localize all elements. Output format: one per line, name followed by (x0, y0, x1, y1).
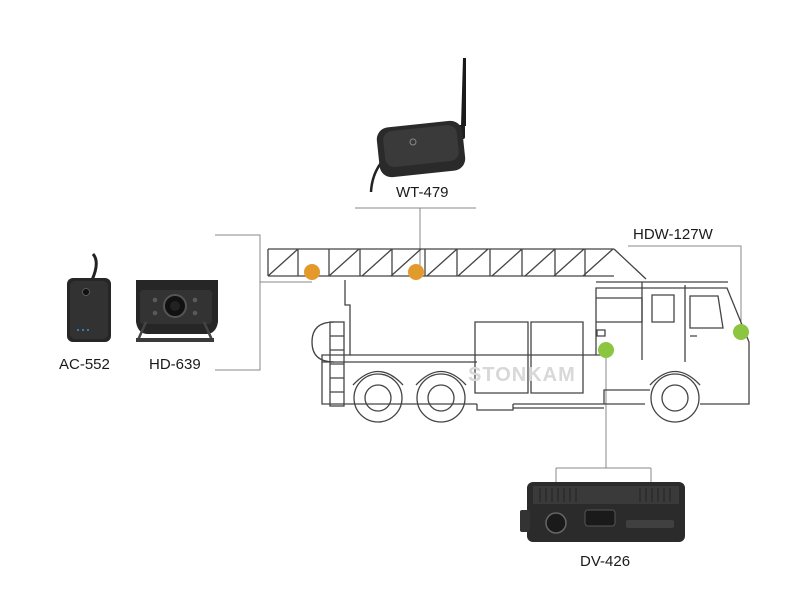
ac552-device (67, 253, 111, 342)
cab (641, 282, 724, 362)
wt479-label: WT-479 (396, 184, 449, 201)
connector-lines (215, 207, 742, 482)
wt479-connector (355, 207, 476, 272)
hdw127w-connector (628, 245, 742, 332)
ac552-label: AC-552 (59, 356, 110, 373)
fire-truck (267, 248, 750, 423)
ladder (267, 248, 647, 280)
wireless-module-device (369, 58, 466, 193)
dv426-connector (555, 350, 652, 482)
marker-orange-1 (304, 264, 320, 280)
ac-hd-bracket (215, 234, 312, 371)
hd639-device (136, 280, 218, 342)
marker-green-1 (733, 324, 749, 340)
hdw127w-label: HDW-127W (633, 226, 713, 243)
markers (304, 264, 749, 358)
watermark: STONKAM (468, 364, 576, 386)
marker-green-2 (598, 342, 614, 358)
marker-orange-2 (408, 264, 424, 280)
hd639-label: HD-639 (149, 356, 201, 373)
wheels (352, 371, 701, 423)
dv426-device (520, 482, 685, 542)
dv426-label: DV-426 (580, 553, 631, 570)
